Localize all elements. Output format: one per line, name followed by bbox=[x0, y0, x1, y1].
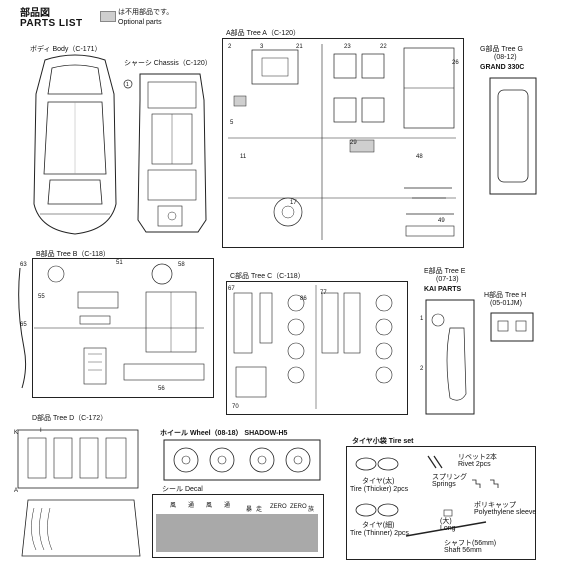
part-num-b-63: 63 bbox=[20, 262, 27, 268]
part-num-a-17: 17 bbox=[290, 200, 297, 206]
poly-label-jp: ポリキャップ bbox=[474, 502, 516, 509]
part-num-a-3: 3 bbox=[260, 44, 264, 50]
tree-d-drawing bbox=[17, 429, 141, 557]
tree-g-name: GRAND 330C bbox=[480, 64, 525, 71]
part-num-e-1: 1 bbox=[420, 316, 424, 322]
rivet-label-en: Rivet 2pcs bbox=[458, 461, 491, 468]
chassis-drawing: 1 bbox=[123, 73, 207, 233]
part-num-c-77: 77 bbox=[320, 290, 327, 296]
part-num-c-70: 70 bbox=[232, 404, 239, 410]
tree-c-drawing bbox=[233, 285, 393, 409]
spring-label-jp: スプリング bbox=[432, 474, 467, 481]
tire-set-label: タイヤ小袋 Tire set bbox=[352, 438, 414, 445]
poly-label-en: Polyethylene sleeve bbox=[474, 509, 537, 516]
long-label-en: Long bbox=[440, 525, 456, 532]
tire-thick-jp: タイヤ(太) bbox=[362, 478, 395, 485]
tree-g-label: G部品 Tree G bbox=[480, 46, 523, 53]
part-num-b-51: 51 bbox=[116, 260, 123, 266]
decal-word-9: 族 bbox=[308, 507, 315, 513]
decal-word-3: 風 bbox=[206, 503, 213, 509]
rivet-label-jp: リベット2本 bbox=[458, 454, 497, 461]
tree-b-label: B部品 Tree B（C-118） bbox=[36, 251, 110, 258]
tire-thick-en: Tire (Thicker) 2pcs bbox=[350, 486, 409, 493]
page-title-jp: 部品図 bbox=[20, 8, 50, 19]
part-num-a-11: 11 bbox=[240, 154, 247, 160]
decal-word-7: ZERO bbox=[270, 504, 287, 510]
tree-g-drawing bbox=[489, 77, 537, 195]
part-num-a-21: 21 bbox=[296, 44, 303, 50]
tree-h-label: H部品 Tree H bbox=[484, 292, 527, 299]
part-num-b-65: 65 bbox=[20, 322, 27, 328]
tree-b-drawing bbox=[18, 263, 205, 389]
tire-set-drawing bbox=[355, 455, 499, 537]
optional-swatch bbox=[100, 11, 116, 22]
svg-text:1: 1 bbox=[126, 82, 129, 88]
part-num-a-22: 22 bbox=[380, 44, 387, 50]
part-num-d-a: A bbox=[14, 488, 19, 494]
optional-note-en: Optional parts bbox=[118, 19, 162, 26]
decal-label: シール Decal bbox=[162, 486, 203, 493]
tree-d-label: D部品 Tree D（C-172） bbox=[32, 415, 108, 422]
tree-e-code: (07-13) bbox=[436, 276, 459, 283]
part-num-a-26: 26 bbox=[452, 60, 459, 66]
part-num-a-5: 5 bbox=[230, 120, 234, 126]
tree-e-drawing bbox=[425, 299, 475, 415]
body-label: ボディ Body（C-171） bbox=[30, 46, 102, 53]
decal-gray-area bbox=[156, 514, 318, 552]
tree-a-drawing bbox=[228, 44, 456, 240]
part-num-b-55: 55 bbox=[38, 294, 45, 300]
tire-set-frame bbox=[346, 446, 536, 560]
tree-e-label: E部品 Tree E bbox=[424, 268, 466, 275]
shaft-label-en: Shaft 56mm bbox=[444, 547, 482, 554]
tree-h-code: (05-01JM) bbox=[490, 300, 522, 307]
part-num-a-23: 23 bbox=[344, 44, 351, 50]
tree-g-code: (08-12) bbox=[494, 54, 517, 61]
part-num-d-k: K bbox=[14, 430, 19, 436]
part-num-e-2: 2 bbox=[420, 366, 424, 372]
part-num-a-29: 29 bbox=[350, 140, 357, 146]
page-title-en: PARTS LIST bbox=[20, 18, 83, 29]
tree-a-label: A部品 Tree A（C-120） bbox=[226, 30, 301, 37]
decal-word-1: 風 bbox=[170, 503, 177, 509]
part-num-b-58: 58 bbox=[178, 262, 185, 268]
part-num-a-2: 2 bbox=[228, 44, 232, 50]
part-num-d-i: I bbox=[40, 428, 42, 434]
wheel-drawing bbox=[163, 439, 321, 481]
decal-word-5: 暴 bbox=[246, 507, 253, 513]
optional-note-jp: は不用部品です。 bbox=[118, 9, 174, 16]
part-num-a-49: 49 bbox=[438, 218, 445, 224]
body-drawing bbox=[33, 54, 117, 235]
part-num-c-86: 86 bbox=[300, 296, 307, 302]
spring-label-en: Springs bbox=[432, 481, 456, 488]
part-num-c-67: 67 bbox=[228, 286, 235, 292]
tire-thin-jp: タイヤ(細) bbox=[362, 522, 395, 529]
tree-e-name: KAI PARTS bbox=[424, 286, 462, 293]
decal-word-6: 走 bbox=[256, 507, 263, 513]
decal-word-2: 通 bbox=[188, 503, 195, 509]
tree-c-label: C部品 Tree C（C-118） bbox=[230, 273, 305, 280]
shaft-label-jp: シャフト(56mm) bbox=[444, 540, 497, 547]
part-num-b-56: 56 bbox=[158, 386, 165, 392]
part-num-a-48: 48 bbox=[416, 154, 423, 160]
decal-word-4: 通 bbox=[224, 503, 231, 509]
decal-word-8: ZERO bbox=[290, 504, 307, 510]
wheel-label: ホイール Wheel（08-18） SHADOW-H5 bbox=[160, 430, 288, 437]
chassis-label: シャーシ Chassis（C-120） bbox=[124, 60, 212, 67]
long-label-jp: (大) bbox=[440, 518, 452, 525]
tire-thin-en: Tire (Thinner) 2pcs bbox=[350, 530, 409, 537]
tree-h-drawing bbox=[490, 312, 534, 342]
